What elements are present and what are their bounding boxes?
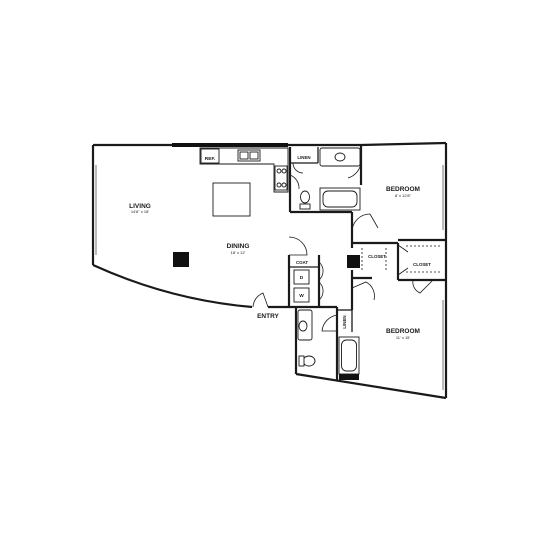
- dryer-label: D: [300, 275, 304, 281]
- living-name: LIVING: [129, 203, 151, 210]
- kitchen: REF.: [199, 147, 289, 217]
- toilet-1: [300, 190, 310, 204]
- windows: [95, 165, 444, 390]
- bathroom-2: [297, 309, 360, 375]
- bathroom-1: [289, 147, 362, 211]
- dining-dims: 18' x 12': [231, 250, 246, 255]
- linen-label-2: LINEN: [342, 315, 347, 328]
- closet-label-1: CLOSET: [368, 254, 386, 259]
- bedroom-1-name: BEDROOM: [386, 186, 420, 193]
- kitchen-top-wall: [172, 143, 288, 147]
- bedroom-2-dims: 11' x 15': [396, 335, 411, 340]
- washer-label: W: [299, 293, 304, 299]
- closets: CLOSET CLOSET: [361, 244, 440, 294]
- bedroom-1-dims: 8' x 12'8": [395, 193, 412, 198]
- dining-name: DINING: [227, 243, 250, 250]
- linen-label-1: LINEN: [297, 155, 310, 160]
- structural-column-2: [347, 255, 360, 268]
- entry-label: ENTRY: [257, 313, 279, 320]
- bath2-bottom-wall: [339, 374, 359, 380]
- closet-label-2: CLOSET: [413, 262, 431, 267]
- dryer: [293, 269, 310, 285]
- kitchen-sink: [237, 149, 261, 162]
- bedroom-2-name: BEDROOM: [386, 328, 420, 335]
- interior-walls: [268, 145, 446, 381]
- living-dims: 14'6" x 18': [131, 209, 150, 214]
- refrigerator-label: REF.: [205, 156, 215, 162]
- coat-label: COAT: [296, 260, 308, 265]
- toilet-2: [302, 355, 316, 367]
- kitchen-island: [212, 182, 251, 217]
- exterior-walls: [91, 141, 448, 400]
- structural-column: [173, 252, 189, 267]
- washer: [293, 287, 310, 303]
- refrigerator: [200, 148, 220, 164]
